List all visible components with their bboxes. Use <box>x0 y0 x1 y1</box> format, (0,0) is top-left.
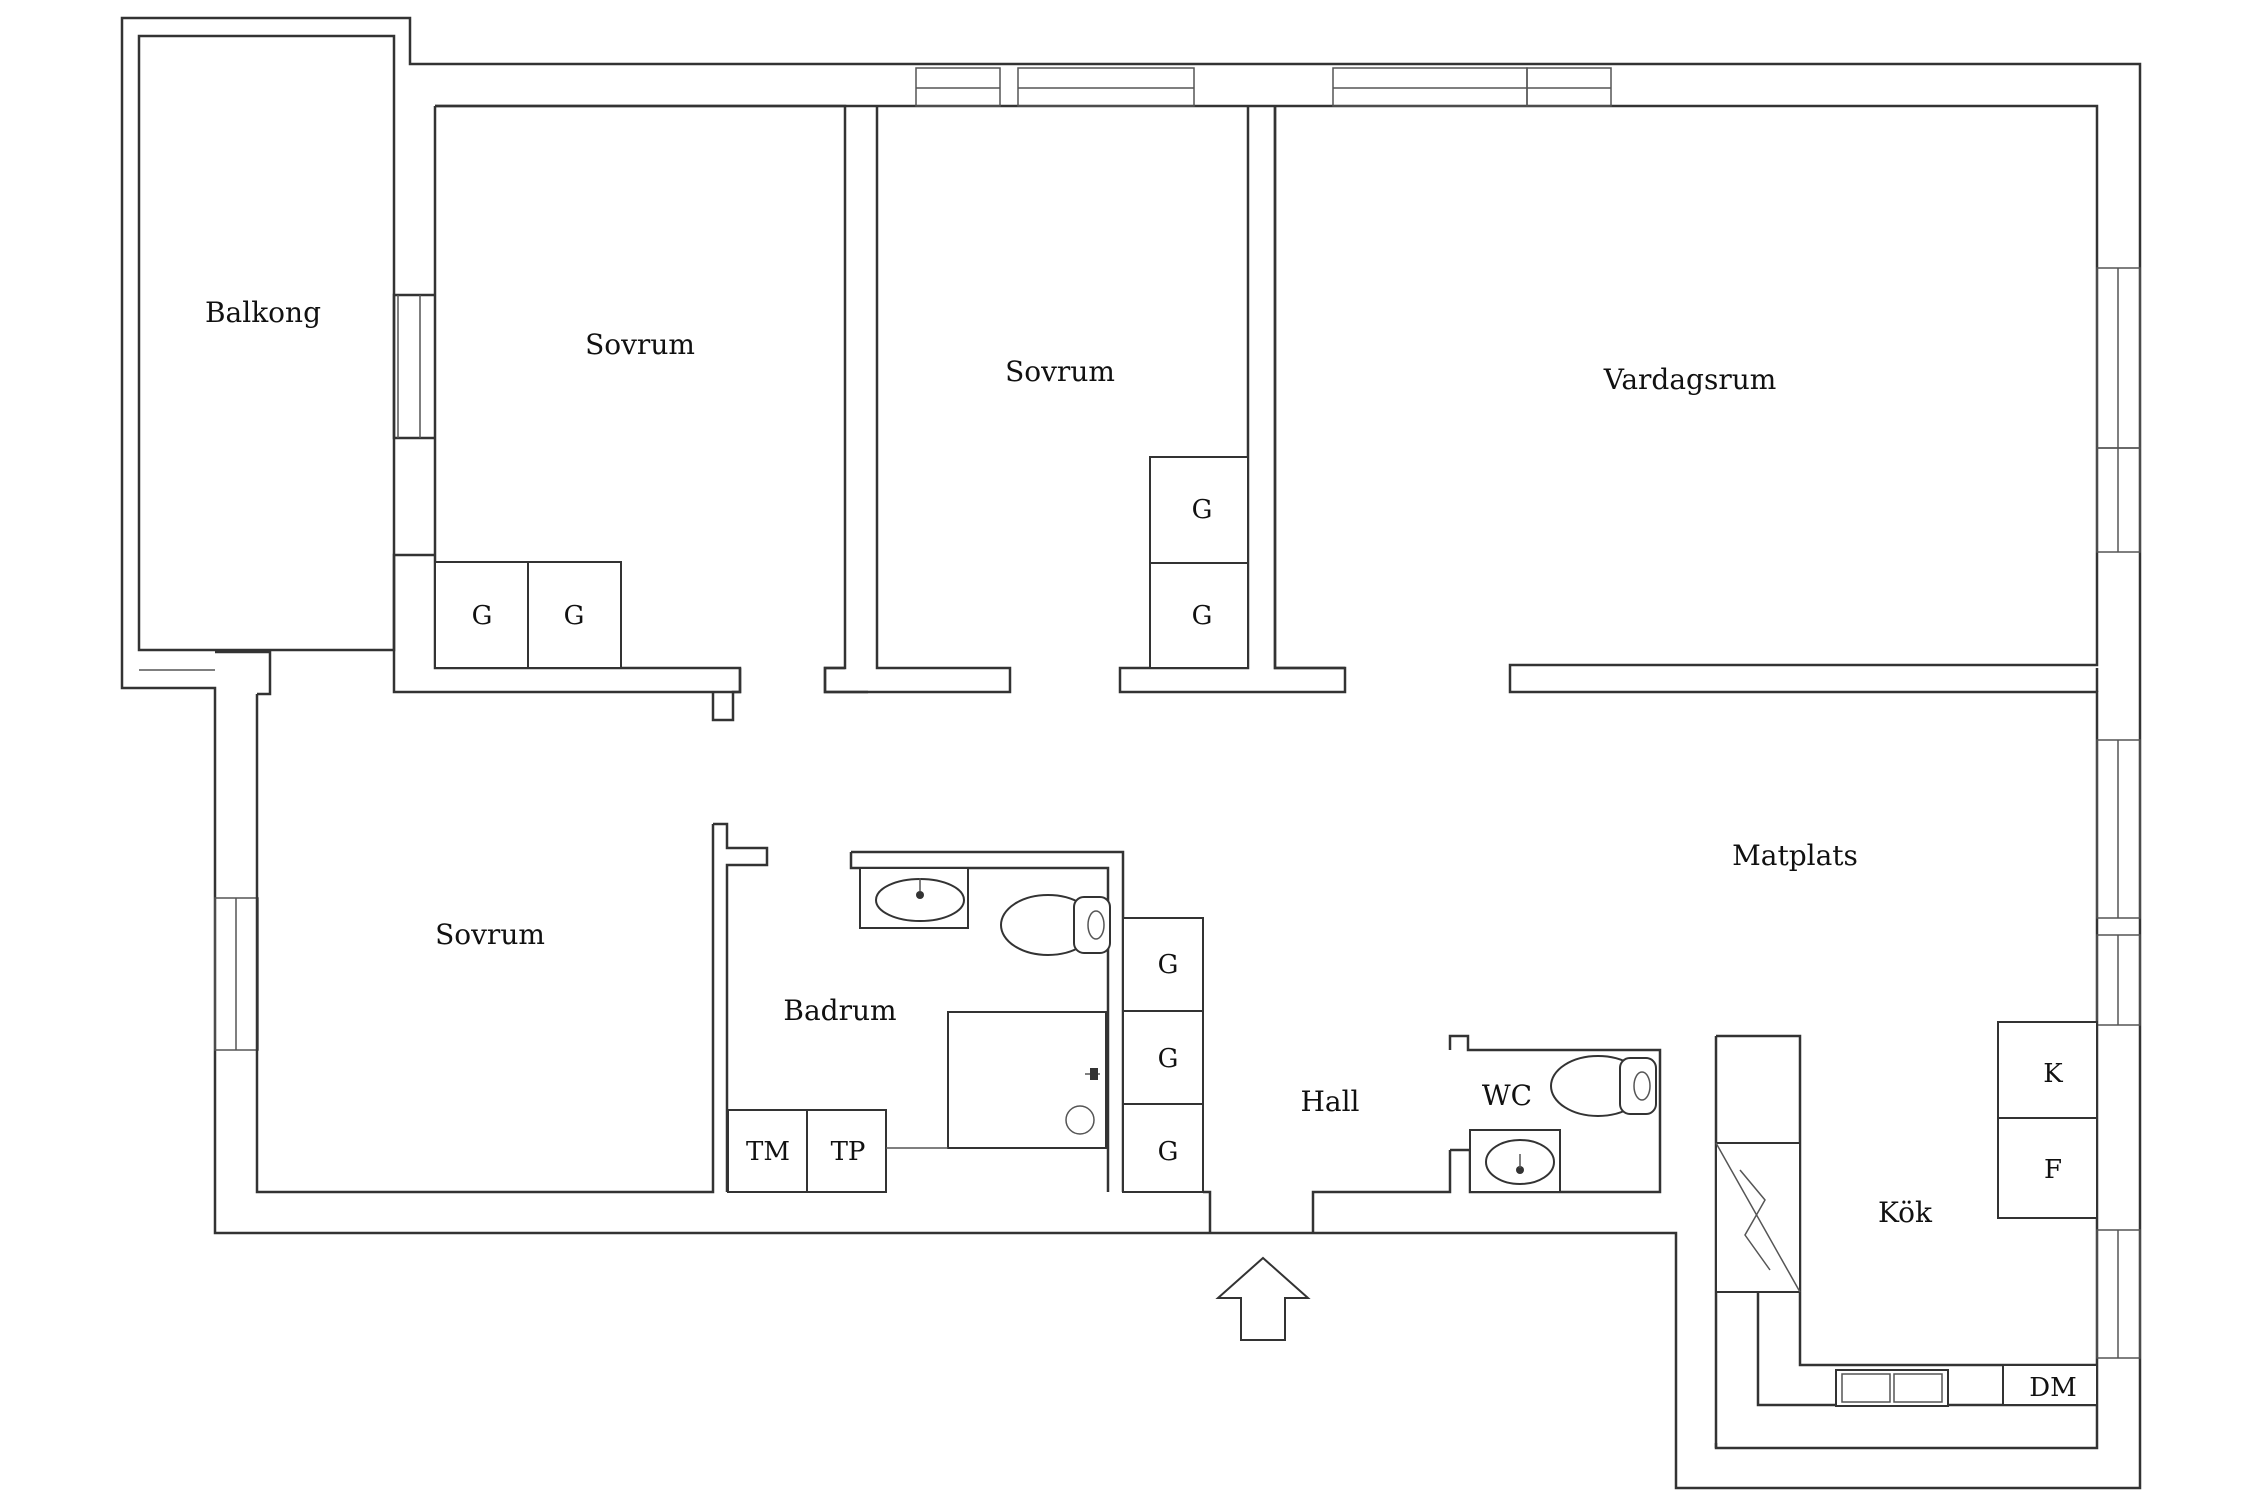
sink-double <box>1835 1369 1949 1407</box>
closet-box <box>1149 562 1249 669</box>
label-matplats: Matplats <box>1732 839 1858 872</box>
closet-box <box>1122 1010 1204 1105</box>
dishwasher-label: DM <box>2029 1373 2076 1403</box>
entrance-arrow-icon <box>1215 1256 1311 1341</box>
tumble-dryer-box <box>806 1109 887 1193</box>
windows <box>214 67 2141 1359</box>
closet-label: G <box>1192 601 1213 631</box>
closet-label: G <box>1158 1044 1179 1074</box>
freezer-box <box>1997 1117 2098 1219</box>
living-room-walls <box>1273 106 2099 692</box>
closet-box <box>527 561 622 669</box>
freezer-label: F <box>2044 1155 2062 1185</box>
closet-label: G <box>1158 950 1179 980</box>
fridge-label: K <box>2043 1059 2063 1089</box>
closet-label: G <box>1158 1137 1179 1167</box>
kitchen <box>1714 1021 2098 1448</box>
fridge-box <box>1997 1021 2098 1119</box>
label-sovrum-1: Sovrum <box>585 328 695 361</box>
room-labels: Balkong Sovrum Sovrum Vardagsrum Matplat… <box>205 296 1933 1229</box>
closet-box <box>1122 917 1204 1012</box>
closet-box <box>1149 456 1249 564</box>
hall-closets <box>1122 917 1452 1233</box>
outer-walls <box>120 16 2142 1490</box>
label-balkong: Balkong <box>205 296 321 329</box>
label-sovrum-2: Sovrum <box>1005 355 1115 388</box>
bedroom-top-left <box>392 104 868 722</box>
bedroom-top-middle <box>823 106 1347 694</box>
label-badrum: Badrum <box>783 994 896 1027</box>
label-kok: Kök <box>1878 1196 1933 1229</box>
closet-box <box>1122 1103 1204 1193</box>
closet-label: G <box>472 601 493 631</box>
bathroom <box>727 850 1125 1193</box>
bedroom-bottom-left <box>255 694 769 1194</box>
tumble-dryer-label: TP <box>831 1137 866 1167</box>
closet-label: G <box>564 601 585 631</box>
wc <box>1448 1034 1662 1194</box>
washing-machine-label: TM <box>746 1137 790 1167</box>
label-hall: Hall <box>1300 1085 1359 1118</box>
label-wc: WC <box>1482 1079 1532 1112</box>
shower-icon <box>947 1011 1107 1149</box>
fixture-labels: G G G G G G G TM TP K F DM <box>472 495 2077 1403</box>
dishwasher-box <box>2002 1364 2098 1406</box>
label-vardagsrum: Vardagsrum <box>1603 363 1777 396</box>
label-sovrum-3: Sovrum <box>435 918 545 951</box>
closet-label: G <box>1192 495 1213 525</box>
washing-machine-box <box>727 1109 808 1193</box>
